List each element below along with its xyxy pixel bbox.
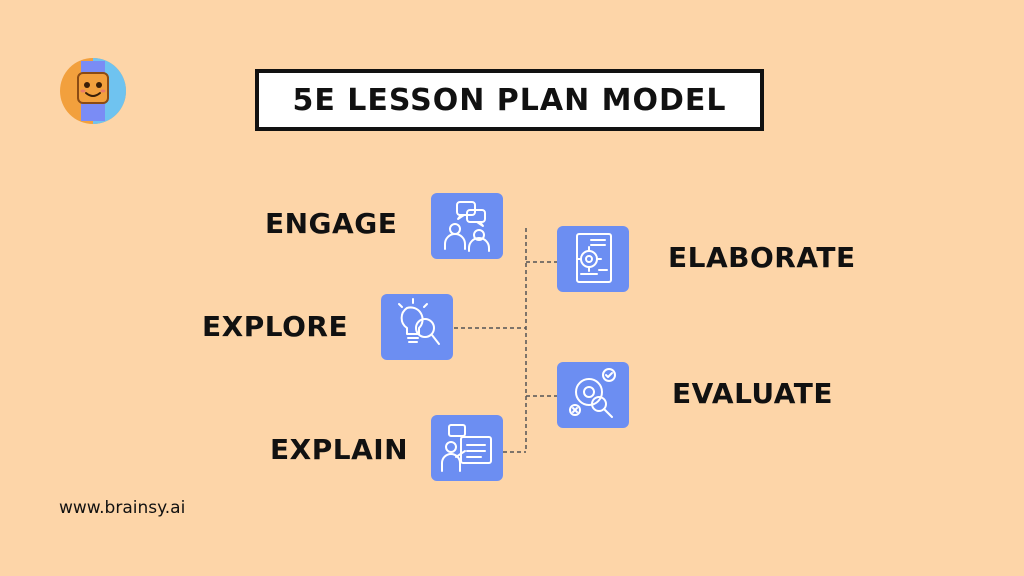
presentation-board-icon [441,424,492,472]
gear-document-icon [576,233,612,283]
page-title: 5E LESSON PLAN MODEL [292,82,727,118]
elaborate-tile [557,226,629,292]
engage-tile [431,193,503,259]
stage-label-explain: EXPLAIN [270,433,409,466]
explore-tile [381,294,453,360]
stage-label-explore: EXPLORE [202,310,349,343]
stage-label-elaborate: ELABORATE [668,241,856,274]
title-box: 5E LESSON PLAN MODEL [255,69,764,131]
gear-check-magnifier-icon [569,368,616,418]
explain-tile [431,415,503,481]
website-url[interactable]: www.brainsy.ai [59,498,186,518]
discussion-people-icon [444,201,490,252]
stage-label-evaluate: EVALUATE [672,377,834,410]
lightbulb-magnifier-icon [398,298,440,345]
brainsy-logo [59,57,127,125]
stage-label-engage: ENGAGE [265,207,398,240]
evaluate-tile [557,362,629,428]
